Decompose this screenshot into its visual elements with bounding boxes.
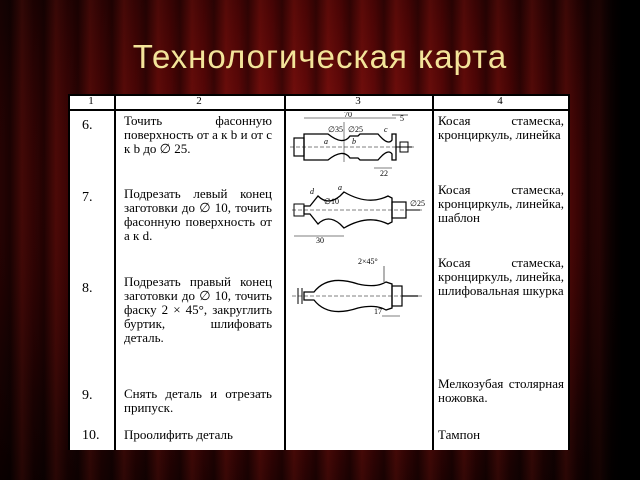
row-9-operation: Снять деталь и отрезать припуск. (124, 386, 272, 415)
table-border-right (568, 94, 570, 450)
row-10-number: 10. (82, 428, 100, 443)
row-9-tools: Мелкозубая столярная ножовка. (438, 376, 564, 405)
row-8-number: 8. (82, 281, 93, 296)
sketch2-label-d: d (310, 187, 315, 196)
table-border-top (68, 94, 570, 96)
header-col-1: 1 (88, 95, 94, 107)
row-10-operation: Проолифить деталь (124, 427, 233, 442)
sketch2-dim-d10: ∅10 (324, 197, 339, 206)
table-col-divider-1 (114, 94, 116, 450)
header-col-3: 3 (355, 95, 361, 107)
row-6-number: 6. (82, 118, 93, 133)
sketch2-label-a: a (338, 183, 342, 192)
row-7-number: 7. (82, 190, 93, 205)
sketch1-label-c: c (384, 125, 388, 134)
sketch-blank-step8: 2×45° 17 (292, 257, 424, 317)
row-7-operation: Подрезать левый конец заготовки до ∅ 10,… (124, 186, 272, 243)
row-8-operation: Подрезать правый конец заготовки до ∅ 10… (124, 274, 272, 345)
row-8-tools: Косая стамеска, кронциркуль, линейка, шл… (438, 255, 564, 298)
sketch1-dim-22: 22 (380, 169, 388, 178)
header-col-2: 2 (196, 95, 202, 107)
table-col-divider-3 (432, 94, 434, 450)
sketch1-dim-5: 5 (400, 114, 404, 123)
table-col-divider-2 (284, 94, 286, 450)
table-header-divider (68, 109, 570, 111)
sketch2-dim-d25: ∅25 (410, 199, 425, 208)
row-9-number: 9. (82, 388, 93, 403)
sketch1-dim-d25: ∅25 (348, 125, 363, 134)
sketch1-label-a: a (324, 137, 328, 146)
sketch-blank-step7: a d ∅10 ∅25 30 (292, 183, 425, 244)
tech-card-table: 1 2 3 4 6. Точить фасонную поверхность о… (68, 94, 570, 450)
row-10-tools: Тампон (438, 427, 481, 442)
sketch1-dim-d35: ∅35 (328, 125, 343, 134)
header-col-4: 4 (497, 95, 503, 107)
row-6-tools: Косая стамеска, кронциркуль, линейка (438, 113, 564, 142)
sketch2-dim-30: 30 (316, 236, 324, 244)
sketch-blank-step6: 70 5 ∅35 ∅25 a b c 22 (290, 112, 416, 178)
row-7-tools: Косая стамеска, кронциркуль, линейка, ша… (438, 182, 564, 225)
slide-title: Технологическая карта (132, 38, 508, 75)
row-6-operation: Точить фасонную поверхность от a к b и о… (124, 113, 272, 156)
sketch1-dim-length: 70 (344, 112, 352, 119)
sketch3-dim-chamfer: 2×45° (358, 257, 378, 266)
slide-edge-shadow (580, 0, 640, 480)
sketch1-label-b: b (352, 137, 356, 146)
table-border-left (68, 94, 70, 450)
sketch3-dim-17: 17 (374, 307, 382, 316)
